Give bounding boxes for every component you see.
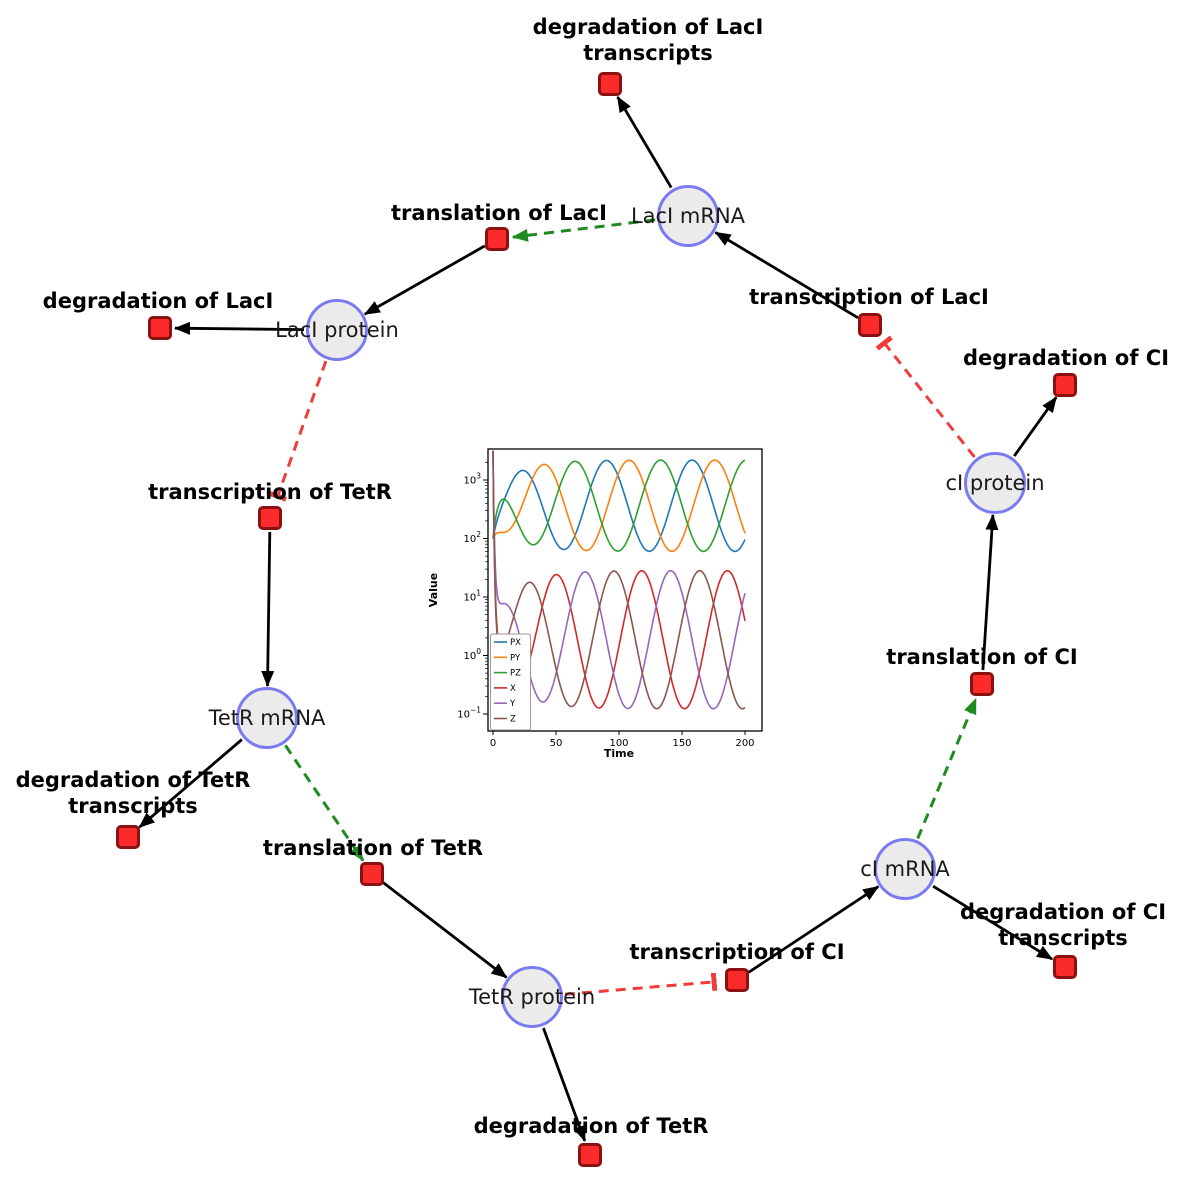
reaction-node-transcription-ci[interactable] [725, 968, 749, 992]
legend-label-X: X [510, 684, 516, 694]
edge-translation-tetr-to-tetr-protein [382, 881, 508, 979]
species-node-ci-mrna[interactable] [874, 838, 936, 900]
legend-label-PY: PY [510, 653, 521, 663]
edge-laci-mrna-to-deg-laci-transcripts [616, 96, 673, 189]
species-node-laci-mrna[interactable] [657, 185, 719, 247]
y-axis-label: Value [427, 573, 440, 607]
series-line-Z [492, 450, 746, 710]
edge-translation-laci-to-laci-protein [363, 244, 486, 316]
legend-label-Z: Z [510, 715, 516, 725]
x-tick-label: 150 [672, 738, 691, 749]
edge-transcription-laci-to-laci-mrna [714, 231, 859, 320]
y-tick-label: 102 [463, 530, 481, 545]
reaction-node-translation-tetr[interactable] [360, 862, 384, 886]
edge-ci-mrna-to-translation-ci [916, 697, 978, 840]
edge-tetr-protein-to-deg-tetr [542, 1027, 587, 1142]
species-label-tetr-protein: TetR protein [468, 985, 596, 1009]
species-label-laci-protein: LacI protein [275, 318, 399, 342]
edge-ci-mrna-to-deg-ci-transcripts [932, 885, 1054, 961]
legend-label-PZ: PZ [510, 669, 521, 679]
species-label-laci-mrna: LacI mRNA [630, 204, 746, 228]
species-node-tetr-protein[interactable] [501, 966, 563, 1028]
x-tick-label: 200 [735, 738, 754, 749]
series-line-Y [492, 450, 746, 710]
reaction-label-deg-ci: degradation of CI [962, 345, 1170, 370]
reaction-label-deg-tetr: degradation of TetR [473, 1113, 709, 1138]
legend-label-PX: PX [510, 638, 521, 648]
y-tick-label: 10−1 [457, 706, 481, 721]
reaction-label-translation-ci: translation of CI [886, 644, 1078, 669]
edge-tetr-mrna-to-deg-tetr-transcripts [138, 738, 243, 829]
reaction-node-transcription-laci[interactable] [858, 313, 882, 337]
reaction-label-translation-laci: translation of LacI [391, 200, 607, 225]
species-label-tetr-mrna: TetR mRNA [208, 706, 326, 730]
edge-ci-protein-to-deg-ci [1013, 396, 1058, 457]
reaction-node-translation-laci[interactable] [485, 227, 509, 251]
edge-laci-protein-to-transcription-tetr [268, 360, 328, 502]
species-node-laci-protein[interactable] [306, 299, 368, 361]
series-line-PY [492, 459, 746, 553]
reaction-node-deg-tetr[interactable] [578, 1143, 602, 1167]
species-label-ci-mrna: cI mRNA [860, 857, 950, 881]
reaction-label-transcription-tetr: transcription of TetR [148, 479, 392, 504]
reaction-node-deg-ci[interactable] [1053, 373, 1077, 397]
series-line-PZ [492, 459, 746, 553]
y-tick-label: 100 [463, 647, 481, 662]
reaction-label-deg-laci-transcripts: degradation of LacI transcripts [532, 14, 764, 65]
y-tick-label: 103 [463, 472, 481, 487]
legend-label-Y: Y [509, 699, 516, 709]
reaction-node-deg-ci-transcripts[interactable] [1053, 955, 1077, 979]
reaction-node-transcription-tetr[interactable] [258, 506, 282, 530]
reaction-node-deg-laci-transcripts[interactable] [598, 72, 622, 96]
species-node-ci-protein[interactable] [964, 452, 1026, 514]
reaction-node-translation-ci[interactable] [970, 672, 994, 696]
reaction-label-transcription-ci: transcription of CI [629, 939, 845, 964]
edge-laci-protein-to-deg-laci [174, 321, 305, 335]
edge-laci-mrna-to-translation-laci [511, 218, 656, 242]
reaction-label-deg-tetr-transcripts: degradation of TetR transcripts [15, 767, 251, 818]
x-tick-label: 0 [490, 738, 496, 749]
y-tick-label: 101 [463, 589, 481, 604]
edge-transcription-tetr-to-tetr-mrna [261, 531, 275, 687]
edge-ci-protein-to-transcription-laci [875, 335, 976, 459]
x-tick-label: 100 [609, 738, 628, 749]
species-node-tetr-mrna[interactable] [236, 687, 298, 749]
x-tick-label: 50 [550, 738, 563, 749]
series-line-X [492, 450, 746, 710]
edge-tetr-protein-to-transcription-ci [564, 972, 718, 996]
reaction-label-translation-tetr: translation of TetR [262, 835, 484, 860]
species-label-ci-protein: cI protein [945, 471, 1045, 495]
edge-transcription-ci-to-ci-mrna [747, 885, 880, 974]
edge-translation-ci-to-ci-protein [981, 513, 999, 671]
reaction-label-transcription-laci: transcription of LacI [749, 284, 989, 309]
reaction-node-deg-tetr-transcripts[interactable] [116, 825, 140, 849]
reaction-label-deg-ci-transcripts: degradation of CI transcripts [959, 899, 1167, 950]
x-axis-label: Time [604, 747, 634, 760]
edge-tetr-mrna-to-translation-tetr [284, 744, 365, 862]
reaction-label-deg-laci: degradation of LacI [42, 288, 274, 313]
reaction-node-deg-laci[interactable] [148, 316, 172, 340]
